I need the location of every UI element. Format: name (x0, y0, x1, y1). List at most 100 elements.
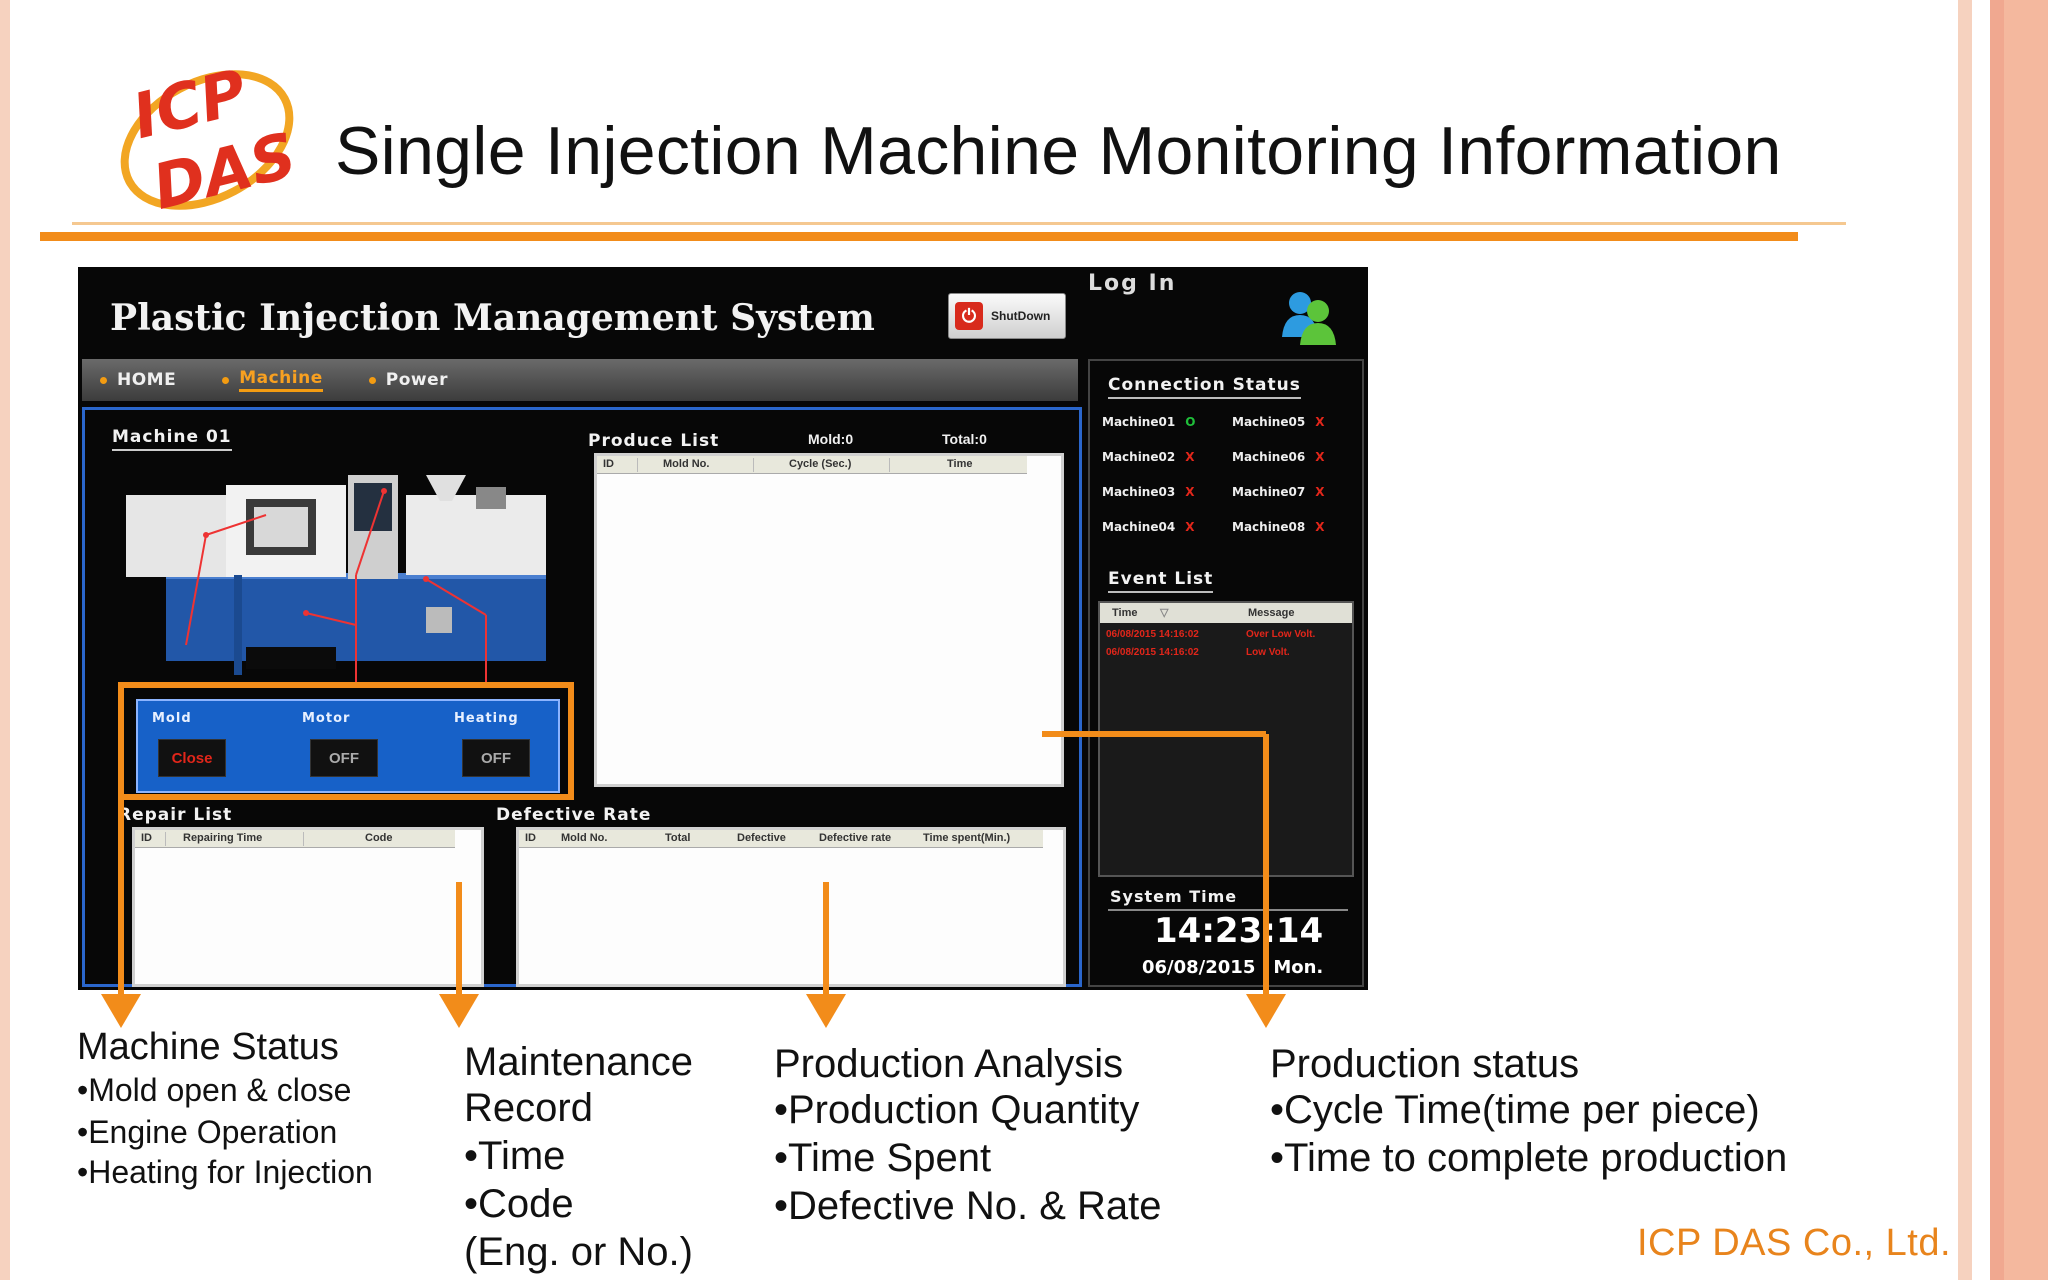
caption-production-analysis-item: •Defective No. & Rate (774, 1184, 1162, 1228)
col-separator (637, 458, 638, 472)
produce-list-table[interactable]: ID Mold No. Cycle (Sec.) Time (594, 453, 1064, 787)
monitoring-screenshot: Plastic Injection Management System ⏻ Sh… (78, 267, 1368, 990)
footer-company-name: ICP DAS Co., Ltd. (1637, 1222, 1952, 1264)
caption-production-analysis-item: •Production Quantity (774, 1088, 1140, 1132)
repair-list-title: Repair List (118, 805, 233, 825)
icp-das-logo: ICP DAS (120, 55, 302, 212)
system-day-value: Mon. (1273, 957, 1324, 978)
defective-rate-title: Defective Rate (496, 805, 652, 825)
col-id: ID (525, 832, 536, 844)
nav-machine[interactable]: Machine (222, 368, 323, 392)
caption-machine-status-head: Machine Status (77, 1026, 339, 1068)
connection-item: Machine07 X (1232, 485, 1324, 499)
col-mold-no: Mold No. (663, 458, 710, 470)
slide-title: Single Injection Machine Monitoring Info… (335, 113, 1782, 189)
shutdown-button[interactable]: ⏻ ShutDown (948, 293, 1066, 339)
motor-label: Motor (302, 711, 351, 726)
caption-machine-status-item: •Heating for Injection (77, 1154, 373, 1190)
connection-item: Machine03 X (1102, 485, 1194, 499)
connection-item: Machine08 X (1232, 520, 1324, 534)
event-message: Over Low Volt. (1246, 629, 1316, 640)
system-time-rule (1108, 909, 1348, 911)
table-header: Time ▽ Message (1100, 603, 1352, 623)
col-total: Total (665, 832, 691, 844)
caption-machine-status-item: •Engine Operation (77, 1114, 338, 1150)
repair-list-table[interactable]: ID Repairing Time Code (132, 827, 484, 987)
col-time: Time (1112, 607, 1138, 619)
sort-icon[interactable]: ▽ (1160, 607, 1169, 619)
disconnected-icon: X (1185, 520, 1195, 534)
machine-status-box: Mold Motor Heating Close OFF OFF (136, 699, 560, 793)
motor-status-button[interactable]: OFF (310, 739, 378, 777)
caption-maintenance-item: •Code (464, 1182, 574, 1226)
mold-label: Mold (152, 711, 192, 726)
col-separator (303, 832, 304, 846)
table-header: ID Repairing Time Code (135, 830, 455, 848)
edge-band-white (1972, 0, 1990, 1280)
nav-bullet-icon (368, 376, 376, 384)
disconnected-icon: X (1315, 520, 1325, 534)
table-header: ID Mold No. Cycle (Sec.) Time (597, 456, 1027, 474)
nav-machine-label: Machine (239, 368, 323, 392)
header-thin-rule (72, 222, 1846, 225)
edge-band-light (1958, 0, 1972, 1280)
machine-name: Machine08 (1232, 520, 1306, 534)
caption-machine-status-item: •Mold open & close (77, 1072, 352, 1108)
machine-name: Machine02 (1102, 450, 1176, 464)
machine-title: Machine 01 (112, 427, 232, 451)
event-time: 06/08/2015 14:16:02 (1106, 629, 1199, 640)
caption-production-status-item: •Cycle Time(time per piece) (1270, 1088, 1760, 1132)
nav-power[interactable]: Power (368, 370, 449, 390)
nav-bullet-icon (222, 376, 230, 384)
col-separator (165, 832, 166, 846)
event-message: Low Volt. (1246, 647, 1290, 658)
caption-maintenance-head: Maintenance (464, 1040, 694, 1084)
mold-status-button[interactable]: Close (158, 739, 226, 777)
connection-item: Machine05 X (1232, 415, 1324, 429)
col-mold-no: Mold No. (561, 832, 608, 844)
event-time: 06/08/2015 14:16:02 (1106, 647, 1199, 658)
col-repairing-time: Repairing Time (183, 832, 263, 844)
connection-item: Machine04 X (1102, 520, 1194, 534)
side-panel (1088, 359, 1364, 987)
col-time: Time (947, 458, 973, 470)
machine-name: Machine01 (1102, 415, 1176, 429)
machine-name: Machine03 (1102, 485, 1176, 499)
app-title: Plastic Injection Management System (110, 297, 875, 339)
caption-production-analysis-item: •Time Spent (774, 1136, 992, 1180)
main-nav: HOME Machine Power (82, 359, 1078, 401)
users-icon[interactable] (1278, 285, 1340, 347)
col-separator (753, 458, 754, 472)
caption-production-status-head: Production status (1270, 1042, 1580, 1086)
machine-name: Machine07 (1232, 485, 1306, 499)
table-header: ID Mold No. Total Defective Defective ra… (519, 830, 1043, 848)
produce-mold-count: Mold:0 (808, 431, 854, 447)
caption-maintenance-item: •Time (464, 1134, 566, 1178)
disconnected-icon: X (1315, 485, 1325, 499)
connection-item: Machine01 O (1102, 415, 1195, 429)
col-id: ID (141, 832, 152, 844)
edge-band-pink (1990, 0, 2004, 1280)
edge-band-salmon (2004, 0, 2048, 1280)
col-time-spent: Time spent(Min.) (923, 832, 1011, 844)
disconnected-icon: X (1315, 450, 1325, 464)
caption-maintenance-head: Record (464, 1086, 593, 1130)
produce-list-title: Produce List (588, 431, 720, 451)
col-message: Message (1248, 607, 1295, 619)
connected-icon: O (1185, 415, 1196, 429)
col-defective: Defective (737, 832, 786, 844)
defective-rate-table[interactable]: ID Mold No. Total Defective Defective ra… (516, 827, 1066, 987)
disconnected-icon: X (1185, 450, 1195, 464)
system-date: 06/08/2015 Mon. (1142, 957, 1323, 978)
heating-status-button[interactable]: OFF (462, 739, 530, 777)
nav-home[interactable]: HOME (100, 370, 176, 390)
caption-production-analysis-head: Production Analysis (774, 1042, 1124, 1086)
col-id: ID (603, 458, 614, 470)
event-list-title: Event List (1108, 569, 1214, 593)
event-list-table[interactable]: Time ▽ Message 06/08/2015 14:16:02 Over … (1098, 601, 1354, 877)
disconnected-icon: X (1315, 415, 1325, 429)
login-link[interactable]: Log In (1088, 271, 1177, 296)
system-time-clock: 14:23:14 (1154, 911, 1324, 951)
nav-power-label: Power (385, 370, 449, 390)
